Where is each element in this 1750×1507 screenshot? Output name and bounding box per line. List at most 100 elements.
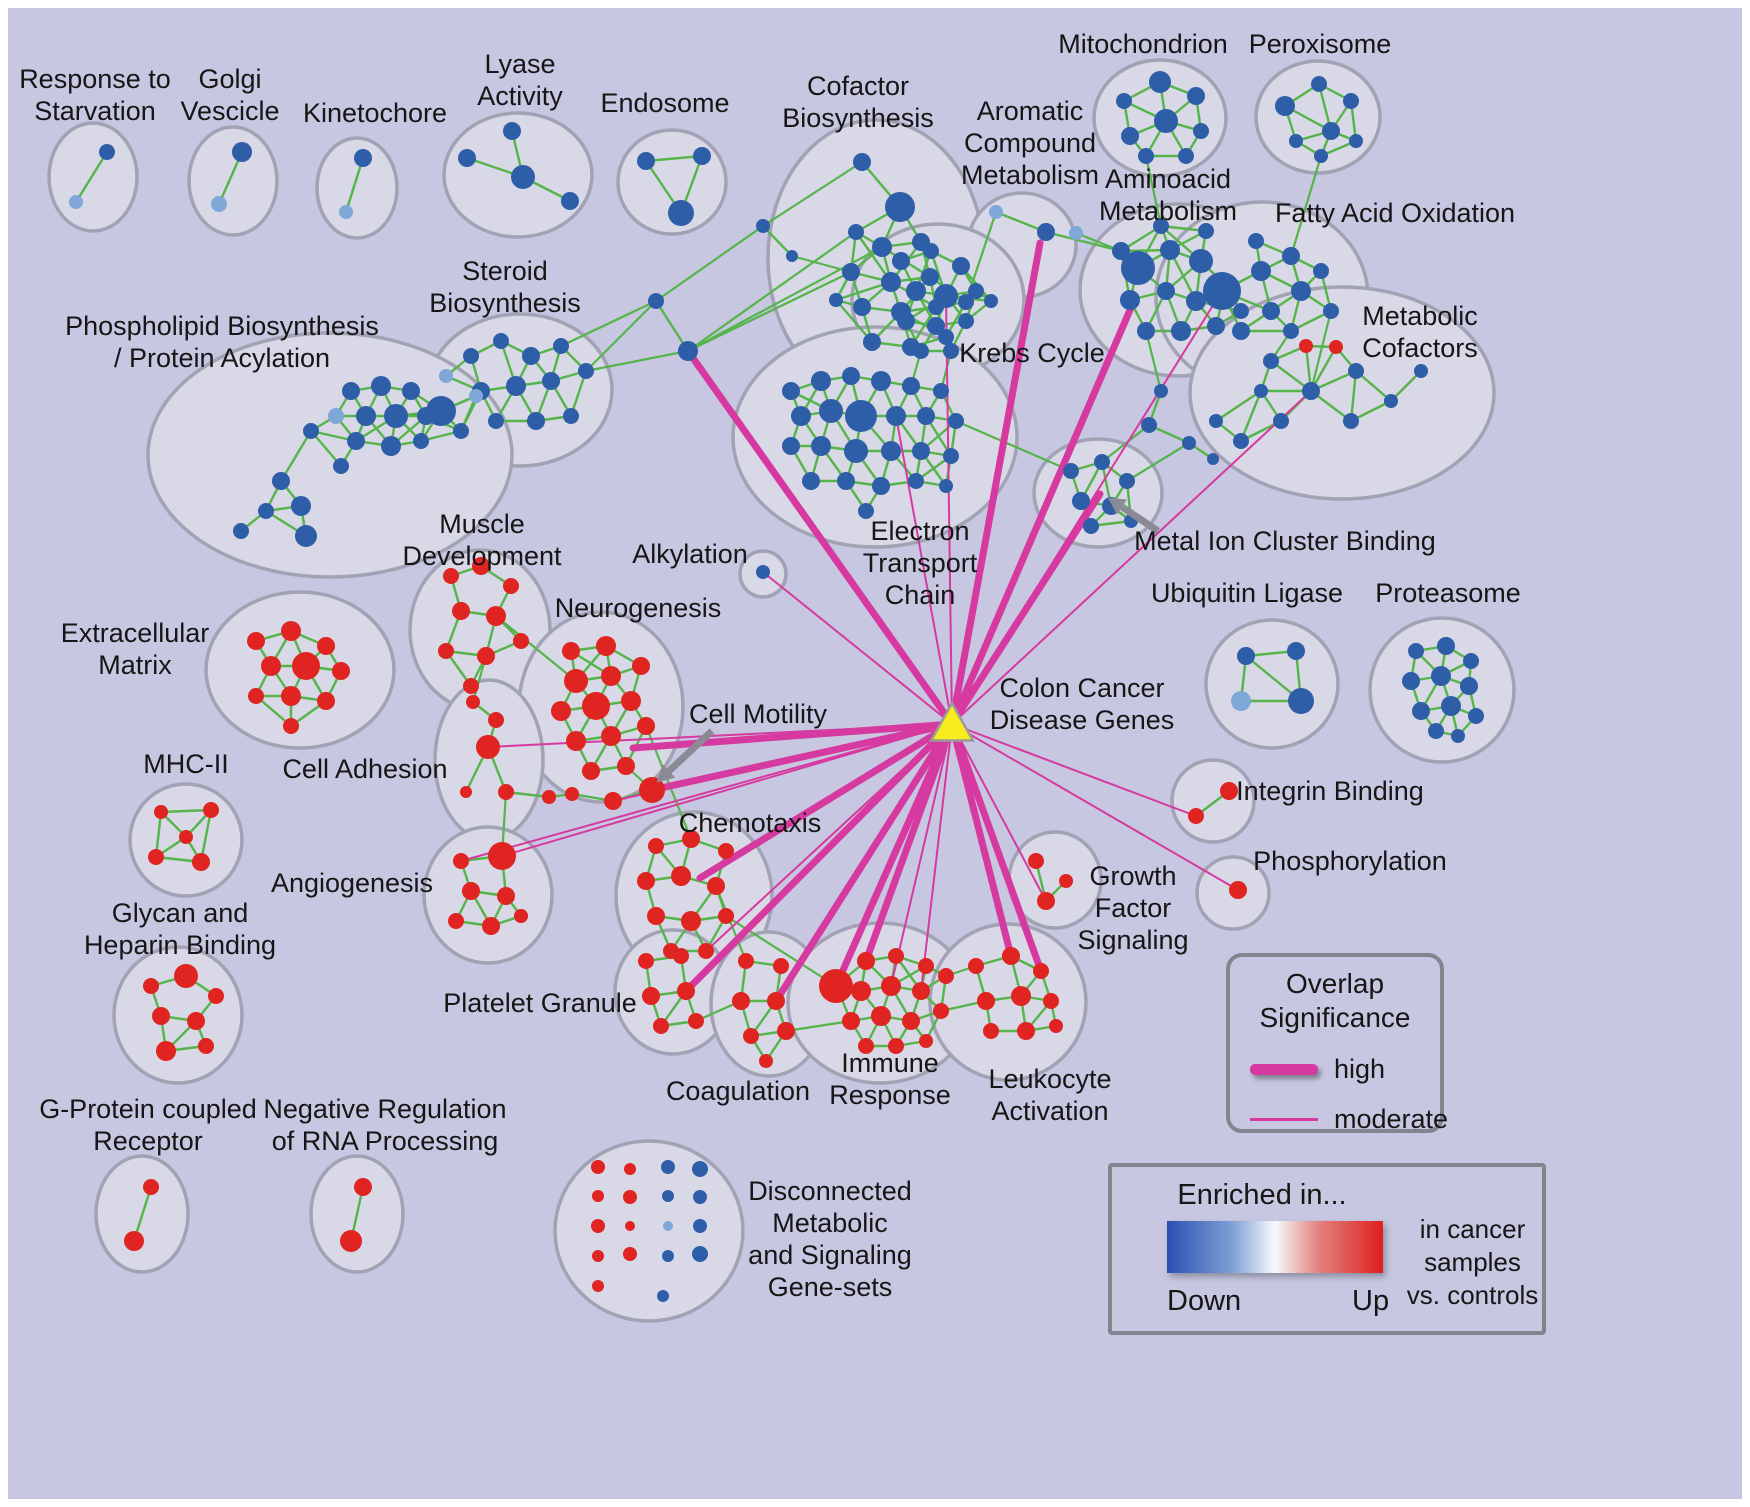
gene-set-node [906,281,926,301]
gene-set-node [99,144,115,160]
gene-set-node [1186,291,1206,311]
gene-set-node [582,692,610,720]
gene-set-node [333,458,349,474]
gene-set-node [261,656,281,676]
significance-edges [460,239,1312,1005]
gene-set-node [1322,122,1340,140]
overlap-moderate-edge [890,723,953,987]
gene-set-node [1002,947,1020,965]
gene-set-node [564,669,588,693]
gene-set-node [958,313,974,329]
inter-cluster-edge [687,271,852,352]
gene-set-node [756,219,770,233]
gene-set-node [923,243,939,259]
gene-set-node [1059,874,1073,888]
cluster-ellipse-cell-adhesion [433,678,545,842]
cluster-ellipse-ubiquitin-ligase [1204,618,1340,750]
gene-set-node [291,496,311,516]
gene-set-node [476,735,500,759]
gene-set-node [1182,436,1196,450]
gene-set-node [657,1290,669,1302]
gene-set-node [917,407,935,425]
gene-set-node [503,122,521,140]
gene-set-node [198,1038,214,1054]
gene-set-node [292,652,320,680]
gene-set-node [1402,672,1420,690]
gene-set-node [1171,321,1191,341]
gene-set-node [1043,993,1059,1009]
pointer-arrowhead [1107,497,1127,515]
gene-set-node [1273,413,1289,429]
gene-set-node [124,1231,144,1251]
moderate-significance-label: moderate [1334,1104,1449,1134]
gene-set-node [853,153,871,171]
gene-set-node [1094,454,1110,470]
cluster-label-ubiquitin-ligase: Ubiquitin Ligase [1151,578,1343,608]
enrichment-context-line1: in cancer [1419,1214,1526,1244]
down-regulated-label: Down [1167,1285,1242,1317]
gene-set-node [756,565,770,579]
gene-set-nodes [69,71,1484,1302]
gene-set-node [439,369,453,383]
gene-overlap-edge [74,151,109,203]
high-significance-row: high [1250,1054,1440,1085]
gene-set-node [453,853,469,869]
gene-set-node [886,406,906,426]
gene-set-node [888,948,904,964]
enrichment-context-line3: vs. controls [1406,1280,1539,1310]
gene-set-node [888,1038,904,1054]
gene-set-node [1343,93,1359,109]
gene-set-node [1207,453,1219,465]
gene-set-node [356,406,376,426]
cluster-ellipse-response-to-starvation [47,121,139,233]
gene-set-node [897,312,915,330]
gene-set-node [786,250,798,262]
gene-set-node [639,777,665,803]
gene-set-node [592,1250,604,1262]
gene-set-node [692,1161,708,1177]
gene-set-node [1408,643,1424,659]
gene-set-node [848,224,864,240]
gene-set-node [1229,881,1247,899]
gene-overlap-edge [344,157,365,213]
gene-set-node [340,1230,362,1252]
gene-set-node [1112,242,1130,260]
gene-set-node [692,1246,708,1262]
moderate-significance-row: moderate [1250,1104,1448,1135]
gene-set-node [871,371,891,391]
gene-set-node [174,964,198,988]
gene-set-node [819,969,853,1003]
moderate-significance-swatch [1250,1118,1318,1121]
cluster-label-mitochondrion: Mitochondrion [1058,29,1228,59]
gene-set-node [1414,364,1428,378]
inter-cluster-edge [714,885,748,962]
gene-set-node [371,376,391,396]
gene-set-node [623,1247,637,1261]
gene-set-node [596,636,616,656]
gene-set-node [913,343,929,359]
gene-set-node [472,557,490,575]
overlap-legend-title-line2: Significance [1259,1002,1411,1033]
inter-cluster-edge [955,419,1072,473]
pointer-arrowhead [656,764,676,783]
gene-set-node [591,1160,605,1174]
gene-set-node [514,909,528,923]
gene-set-node [663,1221,673,1231]
gene-set-node [1154,109,1178,133]
gene-set-node [488,842,516,870]
gene-set-node [384,404,408,428]
gene-set-node [1037,223,1055,241]
cluster-label-platelet-granule: Platelet Granule [443,988,637,1018]
gene-set-node [1160,240,1180,260]
gene-set-node [258,503,274,519]
gene-set-node [561,192,579,210]
overlap-high-edge [772,720,956,1005]
gene-set-node [1203,272,1241,310]
gene-set-node [1314,149,1328,163]
gene-set-node [248,688,264,704]
gene-set-node [732,992,750,1010]
gene-set-node [156,1041,176,1061]
gene-set-node [462,882,480,900]
